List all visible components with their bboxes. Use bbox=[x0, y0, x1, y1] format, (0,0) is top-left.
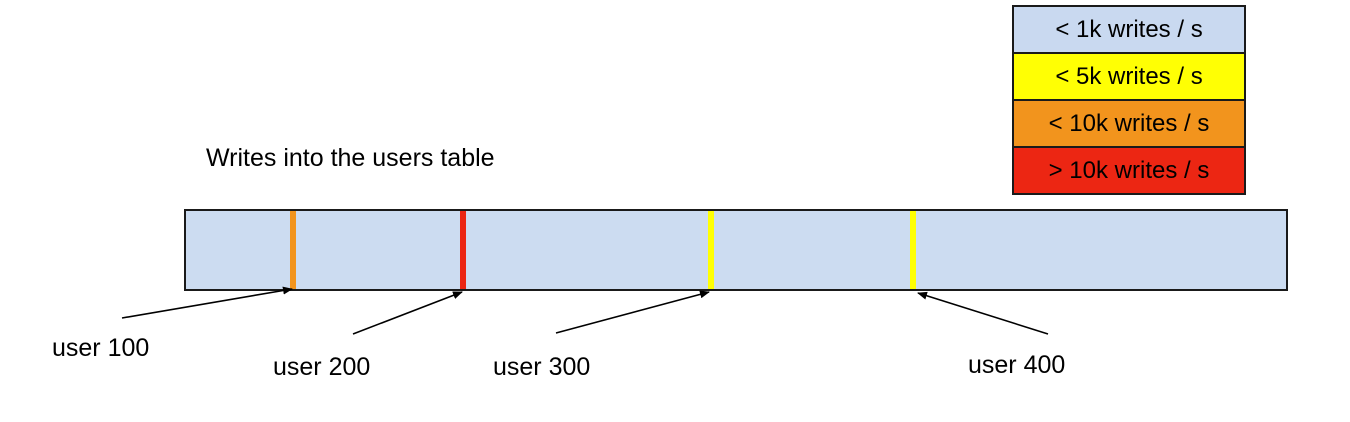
diagram-title: Writes into the users table bbox=[206, 144, 495, 172]
label-user-300: user 300 bbox=[493, 353, 591, 381]
label-user-200: user 200 bbox=[273, 353, 371, 381]
label-user-400: user 400 bbox=[968, 351, 1066, 379]
legend-item-lt-1k: < 1k writes / s bbox=[1012, 5, 1246, 54]
arrow-user-100 bbox=[121, 286, 293, 319]
arrow-user-300 bbox=[555, 290, 710, 334]
legend: < 1k writes / s < 5k writes / s < 10k wr… bbox=[1012, 5, 1246, 195]
write-marker-user-100 bbox=[290, 211, 296, 289]
users-table-bar bbox=[184, 209, 1288, 291]
write-marker-user-300 bbox=[708, 211, 714, 289]
write-marker-user-400 bbox=[910, 211, 916, 289]
legend-item-gt-10k: > 10k writes / s bbox=[1012, 146, 1246, 195]
legend-item-lt-5k: < 5k writes / s bbox=[1012, 52, 1246, 101]
write-marker-user-200 bbox=[460, 211, 466, 289]
arrow-user-400 bbox=[917, 291, 1049, 335]
legend-item-lt-10k: < 10k writes / s bbox=[1012, 99, 1246, 148]
arrow-user-200 bbox=[352, 291, 463, 335]
label-user-100: user 100 bbox=[52, 334, 150, 362]
